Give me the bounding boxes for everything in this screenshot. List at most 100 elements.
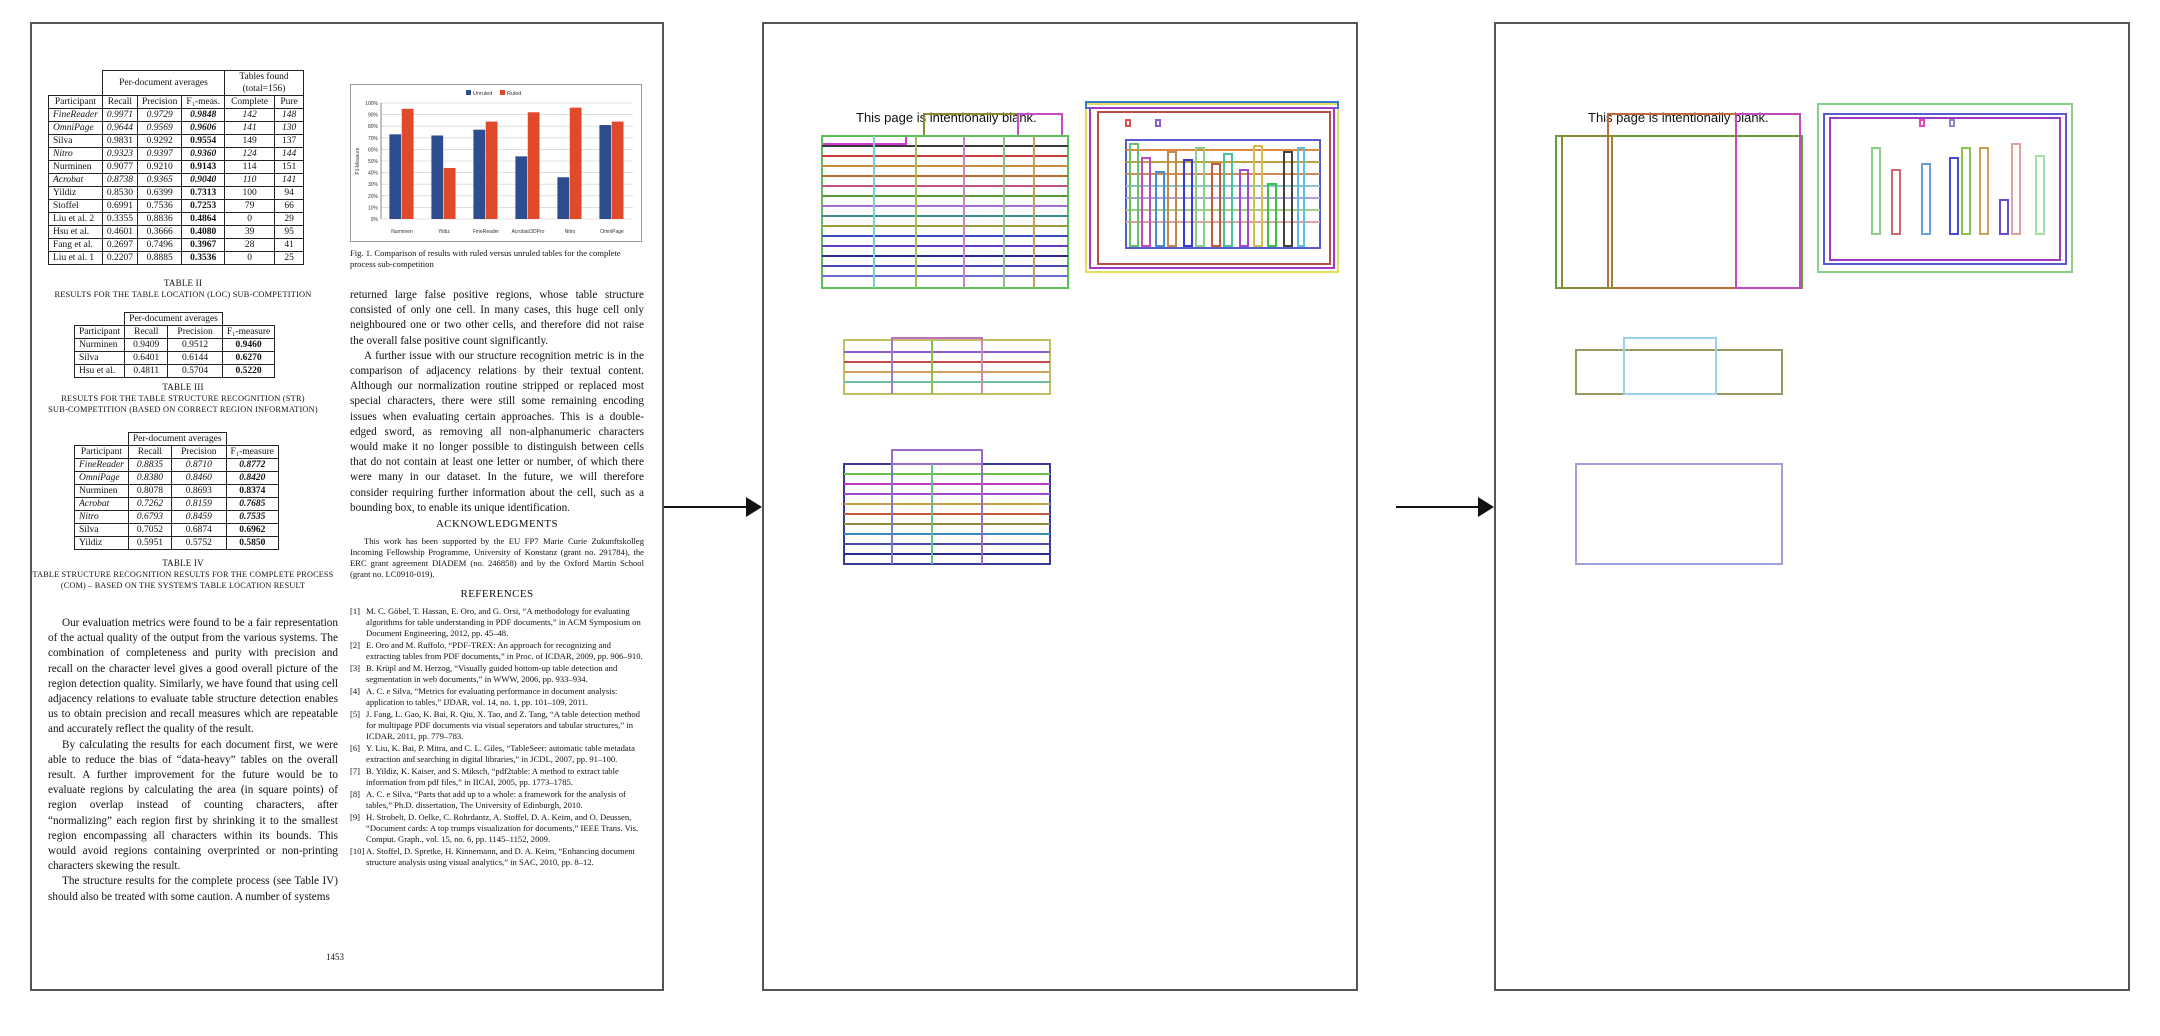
- table-cell: Nitro: [48, 147, 103, 161]
- x-tick-label: Yildiz: [438, 229, 450, 235]
- table-cell: Nurminen: [73, 338, 126, 352]
- bar: [599, 125, 612, 219]
- table-cell: 0.7535: [225, 510, 279, 524]
- figure-caption: Fig. 1. Comparison of results with ruled…: [350, 248, 621, 269]
- table-cell: 0.9323: [101, 147, 138, 161]
- legend-swatch: [500, 90, 505, 95]
- table-cell: 0.8738: [101, 173, 138, 187]
- table2-label: TABLE II: [163, 278, 203, 288]
- table-cell: 151: [274, 160, 304, 174]
- table-cell: 94: [274, 186, 304, 200]
- table4-label: TABLE IV: [162, 558, 204, 568]
- y-tick-label: 60%: [368, 147, 379, 153]
- table-cell: 39: [223, 225, 276, 239]
- reference-item: [3]B. Krüpl and M. Herzog, “Visually gui…: [350, 663, 644, 685]
- table-cell: 79: [223, 199, 276, 213]
- table-cell: 0.9360: [181, 147, 225, 161]
- acknowledgments-heading: ACKNOWLEDGMENTS: [435, 518, 559, 530]
- y-tick-label: 90%: [368, 113, 379, 119]
- table-cell: 0.5752: [171, 536, 227, 550]
- table-cell: 0.8380: [127, 471, 173, 485]
- reference-number: [10]: [350, 846, 365, 856]
- table-cell: 141: [223, 121, 276, 135]
- reference-number: [7]: [350, 766, 361, 776]
- reference-text: Y. Liu, K. Bai, P. Mitra, and C. L. Gile…: [366, 743, 635, 764]
- table-cell: 0: [223, 212, 276, 226]
- right-column-text: returned large false positive regions, w…: [350, 288, 644, 516]
- bar: [443, 167, 456, 219]
- chart-element-boxes: [1085, 101, 1339, 273]
- y-tick-label: 70%: [368, 136, 379, 142]
- table-cell: 0.9409: [124, 338, 169, 352]
- table-cell: FineReader: [48, 108, 103, 122]
- table2-group-header: Per-document averages: [124, 312, 223, 326]
- table-cell: Hsu et al.: [48, 225, 103, 239]
- table-cell: 0.6874: [171, 523, 227, 537]
- reference-text: E. Oro and M. Ruffolo, “PDF-TREX: An app…: [366, 640, 643, 661]
- table-cell: 41: [274, 238, 304, 252]
- table-cell: 114: [223, 160, 276, 174]
- column-header: F₁-measure: [225, 445, 279, 459]
- paper-page: Per-document averages Tables found (tota…: [30, 22, 664, 991]
- table-cell: Yildiz: [74, 536, 129, 550]
- table-cell: Silva: [48, 134, 103, 148]
- table2-region-boxes: [1575, 337, 1783, 395]
- reference-number: [2]: [350, 640, 361, 650]
- table-cell: FineReader: [74, 458, 129, 472]
- table-cell: 0.9512: [167, 338, 223, 352]
- paragraph: A further issue with our structure recog…: [350, 349, 644, 514]
- table-cell: 0.9460: [221, 338, 276, 352]
- table-cell: 149: [223, 134, 276, 148]
- table-cell: Nurminen: [48, 160, 103, 174]
- table-cell: 0.7536: [136, 199, 183, 213]
- reference-text: J. Fang, L. Gao, K. Bai, R. Qiu, X. Tao,…: [366, 709, 640, 741]
- table-cell: 0.4080: [181, 225, 225, 239]
- x-tick-label: Acrobat/3DPro: [512, 229, 545, 235]
- table-cell: OmniPage: [48, 121, 103, 135]
- table-cell: 0.7262: [127, 497, 173, 511]
- table-cell: 28: [223, 238, 276, 252]
- table-cell: 0.9143: [181, 160, 225, 174]
- table-cell: 0.8420: [225, 471, 279, 485]
- reference-item: [7] B. Yildiz, K. Kaiser, and S. Miksch, …: [350, 766, 644, 788]
- table-cell: 0.4864: [181, 212, 225, 226]
- table-cell: 0.8459: [171, 510, 227, 524]
- column-header: Precision: [167, 325, 223, 339]
- reference-number: [4]: [350, 686, 361, 696]
- table-cell: 142: [223, 108, 276, 122]
- table-cell: 0.7685: [225, 497, 279, 511]
- table-cell: Silva: [74, 523, 129, 537]
- legend-label: Unruled: [473, 91, 492, 97]
- y-tick-label: 30%: [368, 182, 379, 188]
- table-cell: OmniPage: [74, 471, 129, 485]
- table-cell: 0.8710: [171, 458, 227, 472]
- table-cell: Yildiz: [48, 186, 103, 200]
- table-cell: 0.6399: [136, 186, 183, 200]
- table-cell: 137: [274, 134, 304, 148]
- table-cell: 0.6270: [221, 351, 276, 365]
- table1-group-header-1: Per-document averages: [101, 70, 225, 96]
- table3-group-header: Per-document averages: [127, 432, 227, 446]
- y-tick-label: 50%: [368, 159, 379, 165]
- ruled-vs-unruled-chart: 0%10%20%30%40%50%60%70%80%90%100%F1-Meas…: [350, 84, 642, 242]
- bar: [473, 129, 486, 219]
- table-cell: Silva: [73, 351, 126, 365]
- y-tick-label: 0%: [371, 217, 379, 223]
- column-header: Precision: [171, 445, 227, 459]
- paragraph: By calculating the results for each docu…: [48, 738, 338, 873]
- reference-text: B. Yildiz, K. Kaiser, and S. Miksch, “pd…: [366, 766, 619, 787]
- reference-text: M. C. Göbel, T. Hassan, E. Oro, and G. O…: [366, 606, 641, 638]
- column-header: Recall: [124, 325, 169, 339]
- table4-caption-1: TABLE STRUCTURE RECOGNITION RESULTS FOR …: [32, 570, 334, 579]
